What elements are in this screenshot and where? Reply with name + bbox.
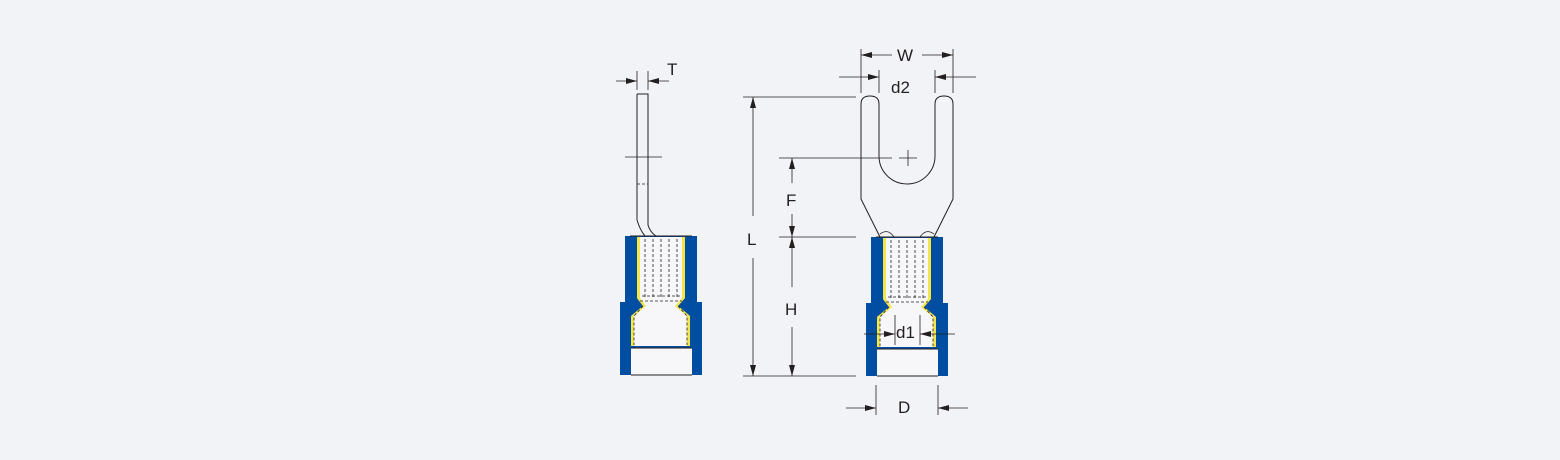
label-w: W (897, 46, 913, 65)
vertical-dimensions: L F H (743, 96, 892, 377)
label-l: L (747, 230, 756, 249)
label-d1: d1 (896, 323, 915, 342)
label-d2: d2 (891, 78, 910, 97)
spade-fork (860, 95, 954, 238)
label-d: D (898, 398, 910, 417)
front-view: W d2 d1 D (839, 46, 976, 417)
label-t: T (667, 60, 677, 79)
label-h: H (785, 300, 797, 319)
side-view: T (616, 60, 702, 376)
label-f: F (786, 191, 796, 210)
